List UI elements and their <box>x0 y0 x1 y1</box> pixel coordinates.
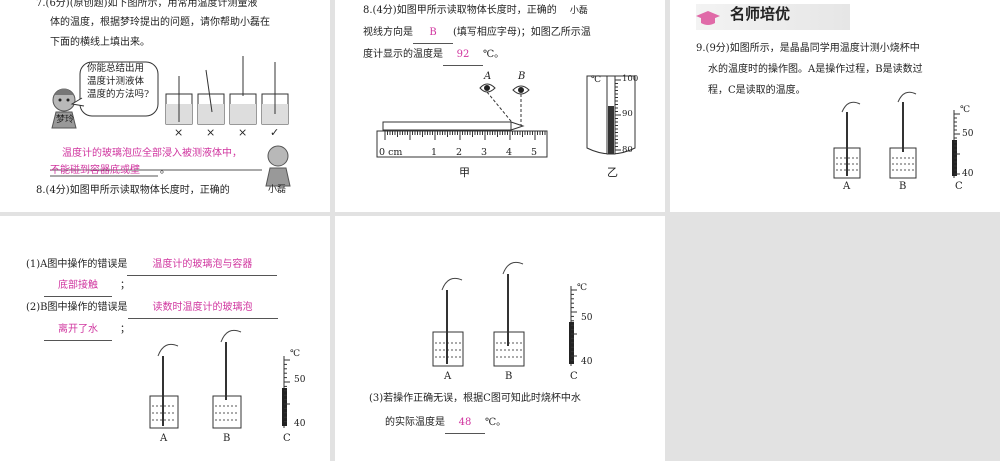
caption-jia: 甲 <box>459 166 470 179</box>
q9-part1-answer-1: 温度计的玻璃泡与容器 <box>127 254 278 276</box>
thermometer-yi <box>586 75 636 155</box>
beaker-mark-1: × <box>174 126 184 139</box>
graduation-cap-icon <box>696 11 720 25</box>
bubble-line-3: 温度的方法吗? <box>87 89 150 100</box>
eye-b-icon <box>512 85 530 126</box>
caption-yi: 乙 <box>607 166 618 179</box>
p4-beaker-a <box>149 343 179 429</box>
q7-illustration <box>50 56 291 187</box>
p4-label-a: A <box>160 433 168 444</box>
q9-part2-line-2: 离开了水； <box>44 319 130 341</box>
q9-part1-answer-2: 底部接触 <box>44 275 112 297</box>
beaker-mark-4: ✓ <box>270 126 280 139</box>
panel-q9-part-3: A B C ℃ 50 40 (3)若操作正确无误，根据C图可知此时烧杯中水 的实… <box>335 216 665 461</box>
q9-part2-answer-2: 离开了水 <box>44 319 112 341</box>
answer-viewing-direction: B <box>413 22 453 44</box>
beakers-group <box>165 56 289 125</box>
p5-figures <box>432 261 577 367</box>
q8-repeat-text: 8.(4分)如图甲所示读取物体长度时，正确的 <box>36 185 230 196</box>
therm-yi-tick-90: 90 <box>622 109 633 119</box>
q9-line-2: 水的温度时的操作图。A是操作过程，B是读数过 <box>708 64 923 75</box>
q9-part3-answer: 48 <box>445 412 485 434</box>
therm-yi-tick-100: 100 <box>622 74 639 84</box>
p4-figures <box>149 329 290 429</box>
q7-line-2: 体的温度，根据梦玲提出的问题，请你帮助小磊在 <box>50 17 270 28</box>
girl-figure <box>51 88 77 129</box>
p5-unit: ℃ <box>577 283 588 293</box>
q7-line-1: 7.(6分)(原创题)如下图所示，用常用温度计测量液 <box>36 0 258 9</box>
p5-thermometer-c <box>569 286 577 366</box>
q9-part1-line-2: 底部接触； <box>44 275 130 297</box>
ruler-label-3: 3 <box>481 147 488 158</box>
p4-tick-40: 40 <box>294 419 306 429</box>
q9-beaker-b <box>889 91 917 179</box>
p5-label-c: C <box>570 371 578 382</box>
q9-unit: ℃ <box>960 105 971 115</box>
boy-name: 小磊 <box>569 6 588 16</box>
panel-question-7: 7.(6分)(原创题)如下图所示，用常用温度计测量液 体的温度，根据梦玲提出的问… <box>0 0 330 212</box>
ruler-label-1: 1 <box>431 147 438 158</box>
p4-beaker-b <box>212 329 242 429</box>
eye-a-icon <box>479 83 516 127</box>
speech-bubble <box>79 61 159 117</box>
p5-beaker-b <box>493 261 525 367</box>
therm-yi-unit: ℃ <box>591 75 602 85</box>
p5-tick-50: 50 <box>581 313 593 323</box>
panel-q9-parts-1-2: (1)A图中操作的错误是温度计的玻璃泡与容器 底部接触； (2)B图中操作的错误… <box>0 216 330 461</box>
q9-thermometer-c <box>952 110 960 178</box>
q9-part2-line: (2)B图中操作的错误是读数时温度计的玻璃泡 <box>26 297 278 319</box>
q9-part2-answer-1: 读数时温度计的玻璃泡 <box>127 297 278 319</box>
ruler-label-0: 0 cm <box>379 147 403 158</box>
ruler <box>376 130 548 158</box>
q9-figures <box>696 11 960 179</box>
q7-answer-line-1: 温度计的玻璃泡应全部浸入被测液体中， <box>62 148 242 159</box>
q8-line-1: 8.(4分)如图甲所示读取物体长度时，正确的 小磊 <box>363 5 588 16</box>
therm-yi-tick-80: 80 <box>622 145 633 155</box>
boy-figure <box>265 145 291 187</box>
p5-label-b: B <box>505 371 513 382</box>
q7-line-3: 下面的横线上填出来。 <box>50 37 150 48</box>
q8-figures <box>376 75 636 158</box>
q9-tick-50: 50 <box>962 129 974 139</box>
girl-name-label: 梦玲 <box>56 115 75 125</box>
q9-label-c: C <box>955 181 963 192</box>
ruler-label-4: 4 <box>506 147 513 158</box>
q7-answer-end: 。 <box>160 165 170 176</box>
q9-label-b: B <box>899 181 907 192</box>
pencil-object <box>382 121 525 131</box>
beaker-mark-2: × <box>206 126 216 139</box>
q9-part3-line-1: (3)若操作正确无误，根据C图可知此时烧杯中水 <box>369 393 581 404</box>
ruler-label-2: 2 <box>456 147 463 158</box>
q7-answer-line-2: 不能碰到容器底或壁 <box>50 165 140 176</box>
section-title: 名师培优 <box>730 5 791 23</box>
q9-line-1: 9.(9分)如图所示，是晶晶同学用温度计测小烧杯中 <box>696 43 920 54</box>
answer-thermometer-reading: 92 <box>443 44 483 66</box>
p5-beaker-a <box>432 277 464 367</box>
q9-beaker-a <box>833 101 861 179</box>
p4-unit: ℃ <box>290 349 301 359</box>
p4-tick-50: 50 <box>294 375 306 385</box>
p5-label-a: A <box>444 371 452 382</box>
q9-line-3: 程，C是读取的温度。 <box>708 85 806 96</box>
p4-thermometer-c <box>282 356 290 428</box>
q9-label-a: A <box>843 181 851 192</box>
bubble-line-2: 温度计测液体 <box>87 76 145 87</box>
title-banner <box>696 4 850 30</box>
eye-a-label: A <box>484 71 492 82</box>
p4-label-c: C <box>283 433 291 444</box>
q9-tick-40: 40 <box>962 169 974 179</box>
p4-label-b: B <box>223 433 231 444</box>
bubble-line-1: 你能总结出用 <box>87 63 145 74</box>
ruler-label-5: 5 <box>531 147 538 158</box>
panel-question-9: 名师培优 9.(9分)如图所示，是晶晶同学用温度计测小烧杯中 水的温度时的操作图… <box>670 0 1000 212</box>
p5-tick-40: 40 <box>581 357 593 367</box>
eye-b-label: B <box>518 71 526 82</box>
beaker-mark-3: × <box>238 126 248 139</box>
q9-part1-line: (1)A图中操作的错误是温度计的玻璃泡与容器 <box>26 254 278 276</box>
boy-name-label: 小磊 <box>268 185 287 195</box>
